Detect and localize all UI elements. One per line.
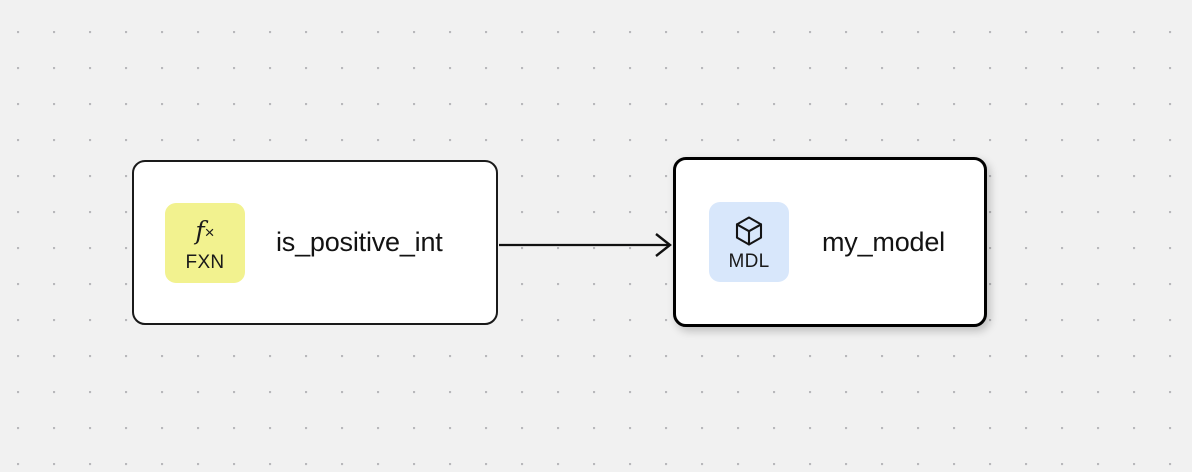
- fx-icon-f: f: [195, 216, 205, 245]
- node-label-mdl: my_model: [822, 226, 945, 257]
- node-badge-fxn: f× FXN: [165, 202, 245, 283]
- node-badge-mdl: MDL: [709, 202, 789, 282]
- fx-icon: f×: [195, 214, 214, 248]
- node-badge-code-mdl: MDL: [728, 251, 770, 272]
- node-my-model[interactable]: MDL my_model: [673, 157, 987, 327]
- edge-arrowhead-icon: [655, 233, 672, 257]
- node-badge-code-fxn: FXN: [185, 251, 225, 273]
- cube-icon: [734, 213, 764, 247]
- node-is-positive-int[interactable]: f× FXN is_positive_int: [132, 160, 498, 325]
- fx-icon-times: ×: [204, 223, 215, 242]
- edge-fxn-to-mdl[interactable]: [499, 233, 672, 257]
- node-label-fxn: is_positive_int: [276, 227, 443, 257]
